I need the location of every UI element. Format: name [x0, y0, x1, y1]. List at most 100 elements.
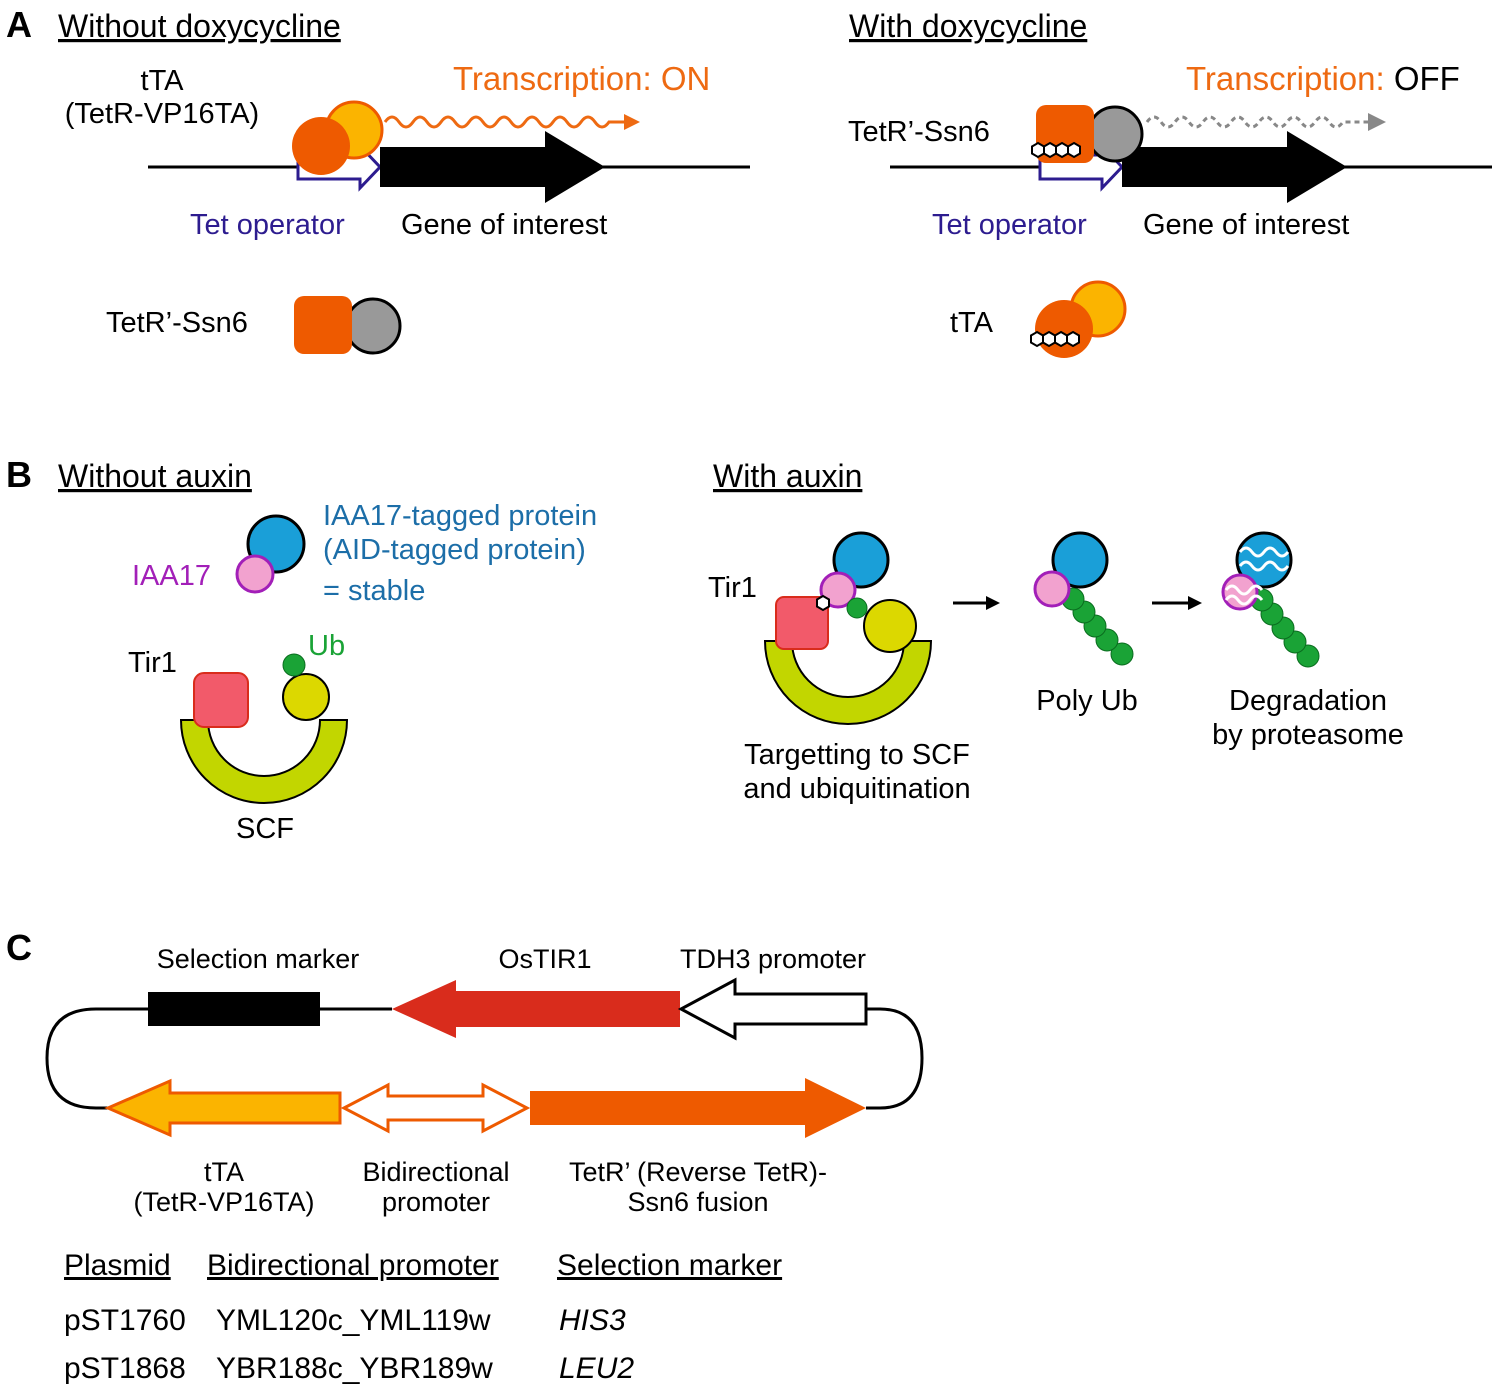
gene-of-interest-arrow	[1122, 131, 1347, 203]
tir1-label: Tir1	[708, 572, 757, 604]
tet-operator-label: Tet operator	[190, 209, 345, 241]
tta-arrow	[104, 1078, 342, 1138]
ssn6-domain	[1086, 105, 1144, 163]
step1-label: Targetting to SCF	[744, 739, 970, 771]
ub-label: Ub	[308, 630, 345, 662]
auxin-molecule	[816, 594, 830, 612]
poly-ub-label: Poly Ub	[1036, 685, 1138, 717]
section-label-a: A	[6, 4, 32, 45]
plasmid-backbone-right	[866, 1007, 924, 1110]
title-with-doxycycline: With doxycycline	[849, 8, 1087, 44]
tta-label-detail: (TetR-VP16TA)	[133, 1187, 314, 1217]
panel-a-right: With doxycycline Transcription: OFF TetR…	[848, 8, 1492, 358]
iaa17-tag	[1033, 570, 1071, 608]
e2-adaptor	[863, 599, 917, 653]
ubiquitin	[282, 653, 306, 677]
tetr-ssn6-arrow	[530, 1078, 866, 1138]
gene-of-interest-label: Gene of interest	[401, 209, 607, 241]
tir1-protein	[193, 672, 249, 728]
title-with-auxin: With auxin	[713, 458, 862, 494]
bidirectional-promoter-arrow	[340, 1082, 531, 1134]
transcript-arrowhead	[624, 114, 640, 130]
transcription-prefix: Transcription:	[1186, 60, 1394, 97]
table-cell-promoter: YML120c_YML119w	[216, 1304, 491, 1337]
degradation-squiggle	[1224, 584, 1264, 596]
section-label-c: C	[6, 927, 32, 968]
table-header-selection-marker: Selection marker	[557, 1249, 782, 1282]
degrading-target-protein	[1235, 531, 1293, 589]
panel-a: A Without doxycycline tTA (TetR-VP16TA) …	[6, 4, 1492, 358]
section-label-b: B	[6, 454, 32, 495]
tetr-ssn6-fusion-label-line2: Ssn6 fusion	[627, 1187, 768, 1217]
ostir1-arrow	[392, 980, 680, 1038]
tdh3-promoter-arrow	[677, 977, 868, 1041]
gene-of-interest-label: Gene of interest	[1143, 209, 1349, 241]
aid-tagged-protein-label: (AID-tagged protein)	[323, 534, 586, 566]
selection-marker-block	[148, 992, 320, 1026]
table-cell-marker: LEU2	[559, 1352, 634, 1385]
selection-marker-label: Selection marker	[157, 944, 360, 974]
table-cell-promoter: YBR188c_YBR189w	[216, 1352, 493, 1385]
tta-free-label: tTA	[950, 307, 994, 339]
table-cell-plasmid: pST1868	[64, 1352, 186, 1385]
tetr-domain	[1035, 300, 1093, 358]
blocked-transcript-wave	[1145, 115, 1368, 129]
plasmid-backbone-left	[45, 1007, 148, 1110]
step-arrowhead	[986, 596, 1000, 610]
tetr-prime-domain	[294, 296, 352, 354]
tir1-protein	[775, 596, 829, 650]
iaa17-tagged-protein-label: IAA17-tagged protein	[323, 500, 597, 532]
iaa17-tag	[235, 554, 275, 594]
step-arrowhead	[1188, 596, 1202, 610]
title-without-doxycycline: Without doxycycline	[58, 8, 341, 44]
table-header-plasmid: Plasmid	[64, 1249, 171, 1282]
degradation-label: Degradation	[1229, 685, 1387, 717]
ubiquitin	[1110, 642, 1134, 666]
target-protein	[1051, 531, 1109, 589]
target-protein	[832, 531, 890, 589]
panel-b-right: With auxin Tir1 Targetting to SCF and ub…	[708, 458, 1404, 805]
table-cell-marker: HIS3	[559, 1304, 626, 1337]
transcription-on-label: Transcription: ON	[453, 60, 710, 97]
step1-label-line2: and ubiquitination	[743, 773, 970, 805]
blocked-transcript-arrowhead	[1368, 113, 1386, 131]
degradation-squiggle	[1238, 546, 1290, 558]
iaa17-label: IAA17	[132, 560, 211, 592]
stable-label: = stable	[323, 575, 425, 607]
e2-adaptor	[282, 673, 330, 721]
bidirectional-promoter-label-line2: promoter	[382, 1187, 490, 1217]
panel-b: B Without auxin IAA17 IAA17-tagged prote…	[6, 454, 1404, 845]
tta-label: tTA	[141, 65, 185, 97]
scf-label: SCF	[236, 813, 294, 845]
tet-operator-label: Tet operator	[932, 209, 1087, 241]
ssn6-domain	[344, 297, 402, 355]
panel-c: C Selection marker OsTIR1 TDH3 promoter …	[6, 927, 924, 1385]
table-cell-plasmid: pST1760	[64, 1304, 186, 1337]
ubiquitin	[846, 597, 868, 619]
gene-of-interest-arrow	[380, 131, 605, 203]
tetr-ssn6-fusion-label: TetR’ (Reverse TetR)-	[569, 1157, 827, 1187]
tta-label: tTA	[204, 1157, 244, 1187]
tetr-ssn6-bound-label: TetR’-Ssn6	[848, 116, 990, 148]
title-without-auxin: Without auxin	[58, 458, 252, 494]
scf-complex	[763, 640, 933, 725]
degradation-squiggle	[1238, 560, 1290, 572]
degradation-squiggle	[1224, 594, 1264, 606]
panel-b-left: Without auxin IAA17 IAA17-tagged protein…	[58, 458, 597, 845]
plasmid-table: Plasmid Bidirectional promoter Selection…	[64, 1249, 782, 1385]
iaa17-tag	[819, 571, 857, 609]
tetr-domain	[292, 117, 350, 175]
tta-label-detail: (TetR-VP16TA)	[65, 98, 259, 130]
ostir1-label: OsTIR1	[498, 944, 591, 974]
degradation-label-line2: by proteasome	[1212, 719, 1404, 751]
tir1-label: Tir1	[128, 647, 177, 679]
tetr-ssn6-label: TetR’-Ssn6	[106, 307, 248, 339]
scf-complex	[179, 719, 349, 804]
transcription-state-off: OFF	[1394, 60, 1460, 97]
transcription-off-label: Transcription: OFF	[1186, 60, 1460, 97]
table-header-bidirectional-promoter: Bidirectional promoter	[207, 1249, 499, 1282]
tdh3-promoter-label: TDH3 promoter	[680, 944, 866, 974]
bidirectional-promoter-label: Bidirectional	[362, 1157, 509, 1187]
panel-a-left: Without doxycycline tTA (TetR-VP16TA) Tr…	[58, 8, 750, 355]
